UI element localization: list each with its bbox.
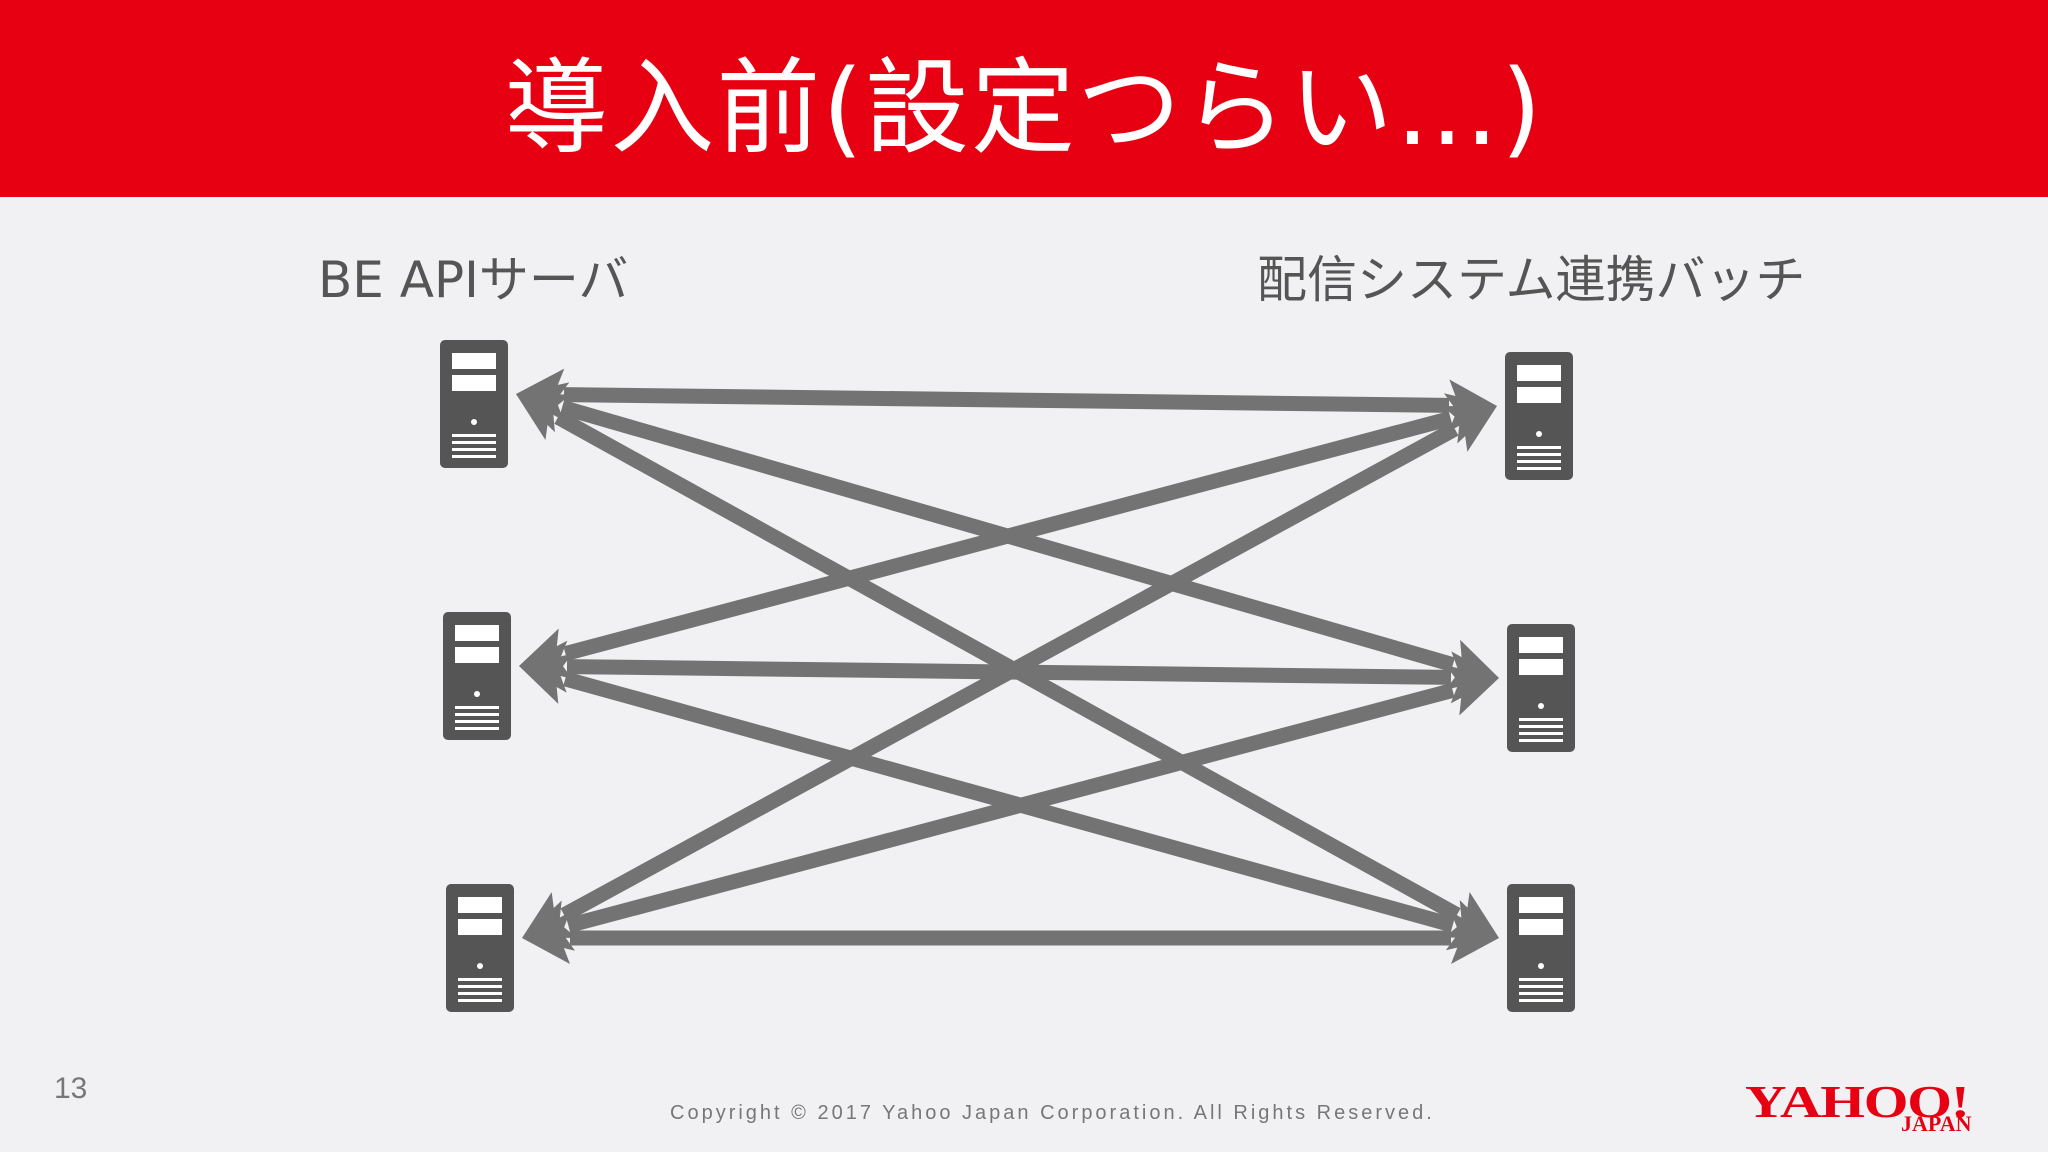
connection-arrow <box>522 912 1499 964</box>
left-server-icon <box>446 884 514 1012</box>
right-server-icon <box>1507 624 1575 752</box>
logo-subtext: JAPAN <box>1901 1111 1972 1136</box>
slide-title: 導入前(設定つらい…) <box>504 47 1544 169</box>
arrow-shaft <box>563 411 1453 661</box>
arrowhead-right <box>1442 406 1497 452</box>
arrowhead-right <box>1445 665 1499 716</box>
title-bar: 導入前(設定つらい…) <box>0 0 2048 197</box>
connection-arrow <box>516 368 1497 432</box>
arrowhead-left <box>516 394 571 440</box>
yahoo-japan-logo: YAHOO! JAPAN <box>1745 1075 2015 1136</box>
arrow-shaft <box>566 683 1455 933</box>
right-server-icon <box>1507 884 1575 1012</box>
left-server-icon <box>443 612 511 740</box>
arrowhead-right <box>1451 912 1499 964</box>
arrow-shaft <box>563 387 1450 413</box>
page-number: 13 <box>54 1072 88 1105</box>
arrowhead-left <box>522 912 570 964</box>
arrow-shaft <box>570 930 1451 946</box>
batch-system-label: 配信システム連携バッチ <box>1257 251 1806 309</box>
be-api-server-label: BE APIサーバ <box>318 251 629 309</box>
right-server-icon <box>1505 352 1573 480</box>
copyright-notice: Copyright © 2017 Yahoo Japan Corporation… <box>670 1102 1435 1124</box>
arrowhead-left <box>519 653 573 704</box>
logo-wordmark: YAHOO! <box>1745 1076 1970 1127</box>
left-server-icon <box>440 340 508 468</box>
arrow-shaft <box>560 422 1459 922</box>
